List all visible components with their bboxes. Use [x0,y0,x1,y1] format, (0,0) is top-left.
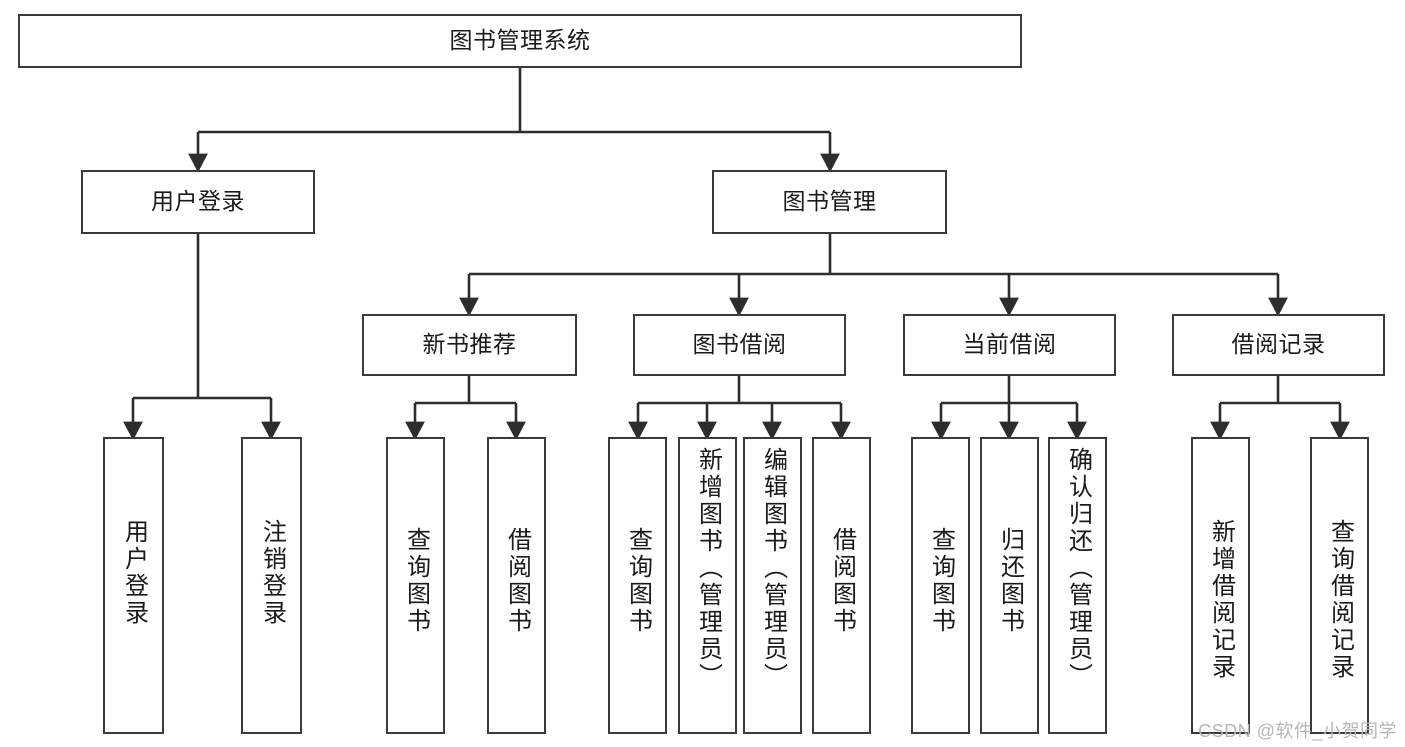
leaf-confirm-return[interactable]: 确认归还（管理员） [1048,437,1107,734]
leaf-query-record[interactable]: 查询借阅记录 [1310,437,1369,734]
leaf-add-book[interactable]: 新增图书（管理员） [678,437,737,734]
leaf-return-book[interactable]: 归还图书 [980,437,1039,734]
leaf-edit-book[interactable]: 编辑图书（管理员） [743,437,802,734]
node-borrow-record-label: 借阅记录 [1231,331,1326,358]
leaf-return-book-label: 归还图书 [996,527,1024,635]
node-current-borrow[interactable]: 当前借阅 [903,314,1116,376]
node-borrow-record[interactable]: 借阅记录 [1172,314,1385,376]
leaf-query-book-3-label: 查询图书 [927,527,955,635]
leaf-borrow-book-2-label: 借阅图书 [828,527,856,635]
leaf-add-record-label: 新增借阅记录 [1207,519,1235,681]
node-current-borrow-label: 当前借阅 [962,331,1057,358]
leaf-logout-login[interactable]: 注销登录 [241,437,302,734]
node-book-management-label: 图书管理 [782,188,877,215]
node-new-book-recommend-label: 新书推荐 [422,331,517,358]
leaf-borrow-book-1[interactable]: 借阅图书 [487,437,546,734]
leaf-user-login-label: 用户登录 [120,519,148,627]
leaf-query-book-1-label: 查询图书 [402,527,430,635]
csdn-watermark: CSDN @软件_小贺同学 [1198,721,1397,741]
node-root[interactable]: 图书管理系统 [18,14,1022,68]
leaf-query-book-2[interactable]: 查询图书 [608,437,667,734]
leaf-add-book-label: 新增图书（管理员） [694,447,722,690]
leaf-add-record[interactable]: 新增借阅记录 [1191,437,1250,734]
node-book-management[interactable]: 图书管理 [712,170,947,234]
leaf-logout-login-label: 注销登录 [258,519,286,627]
leaf-query-record-label: 查询借阅记录 [1326,519,1354,681]
leaf-edit-book-label: 编辑图书（管理员） [759,447,787,690]
leaf-query-book-3[interactable]: 查询图书 [911,437,970,734]
node-new-book-recommend[interactable]: 新书推荐 [362,314,577,376]
node-root-label: 图书管理系统 [449,27,591,54]
leaf-borrow-book-1-label: 借阅图书 [503,527,531,635]
leaf-user-login[interactable]: 用户登录 [103,437,164,734]
leaf-confirm-return-label: 确认归还（管理员） [1064,447,1092,690]
node-book-borrow-label: 图书借阅 [692,331,787,358]
leaf-query-book-2-label: 查询图书 [624,527,652,635]
leaf-borrow-book-2[interactable]: 借阅图书 [812,437,871,734]
node-book-borrow[interactable]: 图书借阅 [633,314,846,376]
node-user-login[interactable]: 用户登录 [81,170,315,234]
leaf-query-book-1[interactable]: 查询图书 [386,437,445,734]
node-user-login-label: 用户登录 [151,188,245,215]
